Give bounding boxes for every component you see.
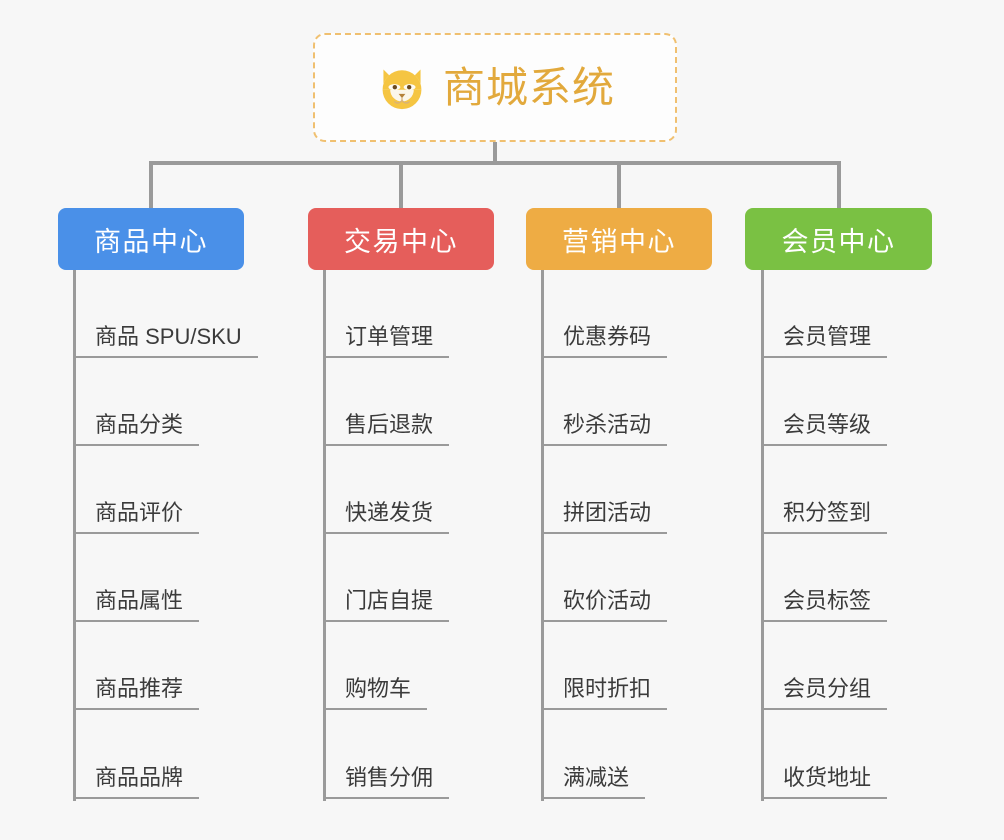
leaf-item[interactable]: 积分签到 [761,446,888,534]
leaf-label: 商品品牌 [73,764,200,799]
leaf-item[interactable]: 拼团活动 [541,446,668,534]
leaf-label: 门店自提 [323,587,450,622]
column-spine-1 [73,270,76,801]
leaf-label: 砍价活动 [541,587,668,622]
leaf-item[interactable]: 商品 SPU/SKU [73,270,258,358]
leaf-label: 商品 SPU/SKU [73,323,258,358]
connector-root-stem [493,142,497,164]
column-header-marketing-center[interactable]: 营销中心 [526,208,712,270]
root-node-title: 商城系统 [442,63,615,111]
leaf-item[interactable]: 限时折扣 [541,622,668,710]
connector-horizontal-bus [149,161,841,165]
leaf-item[interactable]: 销售分佣 [323,711,450,799]
root-node-shop-system[interactable]: 商城系统 [313,33,677,142]
connector-drop-4 [837,161,841,209]
connector-drop-2 [399,161,403,209]
leaf-label: 销售分佣 [323,764,450,799]
leaf-label: 快递发货 [323,499,450,534]
connector-drop-3 [617,161,621,209]
leaf-label: 满减送 [541,764,646,799]
leaf-label: 会员分组 [761,675,888,710]
column-header-member-center[interactable]: 会员中心 [745,208,932,270]
leaf-item[interactable]: 会员等级 [761,358,888,446]
leaf-label: 会员标签 [761,587,888,622]
column-header-label: 商品中心 [94,226,208,257]
column-spine-2 [323,270,326,801]
leaf-item[interactable]: 秒杀活动 [541,358,668,446]
leaf-label: 购物车 [323,675,428,710]
leaf-label: 商品评价 [73,499,200,534]
leaf-label: 订单管理 [323,323,450,358]
leaf-item[interactable]: 快递发货 [323,446,450,534]
leaf-item[interactable]: 购物车 [323,622,428,710]
leaf-label: 商品推荐 [73,675,200,710]
leaf-item[interactable]: 优惠券码 [541,270,668,358]
leaf-item[interactable]: 砍价活动 [541,534,668,622]
column-header-product-center[interactable]: 商品中心 [58,208,244,270]
leaf-label: 售后退款 [323,411,450,446]
leaf-item[interactable]: 商品属性 [73,534,200,622]
leaf-item[interactable]: 订单管理 [323,270,450,358]
leaf-item[interactable]: 商品分类 [73,358,200,446]
leaf-label: 商品分类 [73,411,200,446]
column-header-trade-center[interactable]: 交易中心 [308,208,494,270]
leaf-label: 拼团活动 [541,499,668,534]
leaf-label: 限时折扣 [541,675,668,710]
leaf-item[interactable]: 会员标签 [761,534,888,622]
leaf-label: 收货地址 [761,764,888,799]
column-header-label: 交易中心 [344,226,458,257]
leaf-item[interactable]: 满减送 [541,711,646,799]
leaf-item[interactable]: 售后退款 [323,358,450,446]
leaf-item[interactable]: 门店自提 [323,534,450,622]
connector-drop-1 [149,161,153,209]
leaf-item[interactable]: 商品品牌 [73,711,200,799]
column-spine-4 [761,270,764,801]
leaf-item[interactable]: 会员分组 [761,622,888,710]
column-spine-3 [541,270,544,801]
leaf-item[interactable]: 商品推荐 [73,622,200,710]
leaf-label: 会员管理 [761,323,888,358]
leaf-item[interactable]: 商品评价 [73,446,200,534]
leaf-item[interactable]: 会员管理 [761,270,888,358]
column-header-label: 营销中心 [562,226,676,257]
leaf-label: 积分签到 [761,499,888,534]
leaf-label: 会员等级 [761,411,888,446]
leaf-label: 优惠券码 [541,323,668,358]
leaf-item[interactable]: 收货地址 [761,711,888,799]
shiba-dog-emoji-icon [382,68,422,109]
column-header-label: 会员中心 [781,226,896,257]
leaf-label: 秒杀活动 [541,411,668,446]
leaf-label: 商品属性 [73,587,200,622]
